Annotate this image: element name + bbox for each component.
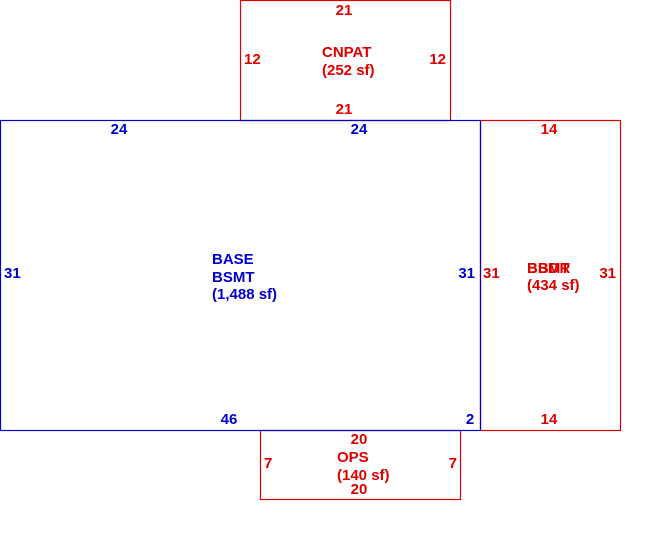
bsmt-right-area: (434 sf) xyxy=(527,277,580,294)
bsmt-right-dim-bottom: 14 xyxy=(541,411,558,428)
base-area: (1,488 sf) xyxy=(212,286,277,303)
cnpat-dim-right: 12 xyxy=(429,51,446,68)
base-dim-bottom-left: 46 xyxy=(221,411,238,428)
ops-dim-right: 7 xyxy=(449,455,457,472)
base-dim-bottom-right: 2 xyxy=(466,411,474,428)
cnpat-dim-top: 21 xyxy=(336,2,353,19)
base-dim-left: 31 xyxy=(4,265,21,282)
base-dim-top-left: 24 xyxy=(111,121,128,138)
ops-area: (140 sf) xyxy=(337,467,390,484)
cnpat-area: (252 sf) xyxy=(322,62,375,79)
base-dim-right: 31 xyxy=(458,265,475,282)
bsmt-right-name-a: BSMT xyxy=(527,260,570,277)
ops-dim-left: 7 xyxy=(264,455,272,472)
cnpat-dim-left: 12 xyxy=(244,51,261,68)
ops-name: OPS xyxy=(337,449,369,466)
base-name-line2: BSMT xyxy=(212,269,255,286)
cnpat-name: CNPAT xyxy=(322,44,371,61)
cnpat-dim-bottom: 21 xyxy=(336,101,353,118)
base-dim-top-right: 24 xyxy=(351,121,368,138)
bsmt-right-dim-top: 14 xyxy=(541,121,558,138)
bsmt-right-dim-left: 31 xyxy=(483,265,500,282)
base-outline xyxy=(0,119,482,432)
bsmt-right-name-b: BBDR xyxy=(527,260,570,277)
ops-dim-top: 20 xyxy=(351,431,368,448)
base-name-line1: BASE xyxy=(212,251,254,268)
bsmt-right-dim-right: 31 xyxy=(599,265,616,282)
ops-dim-bottom: 20 xyxy=(351,481,368,498)
